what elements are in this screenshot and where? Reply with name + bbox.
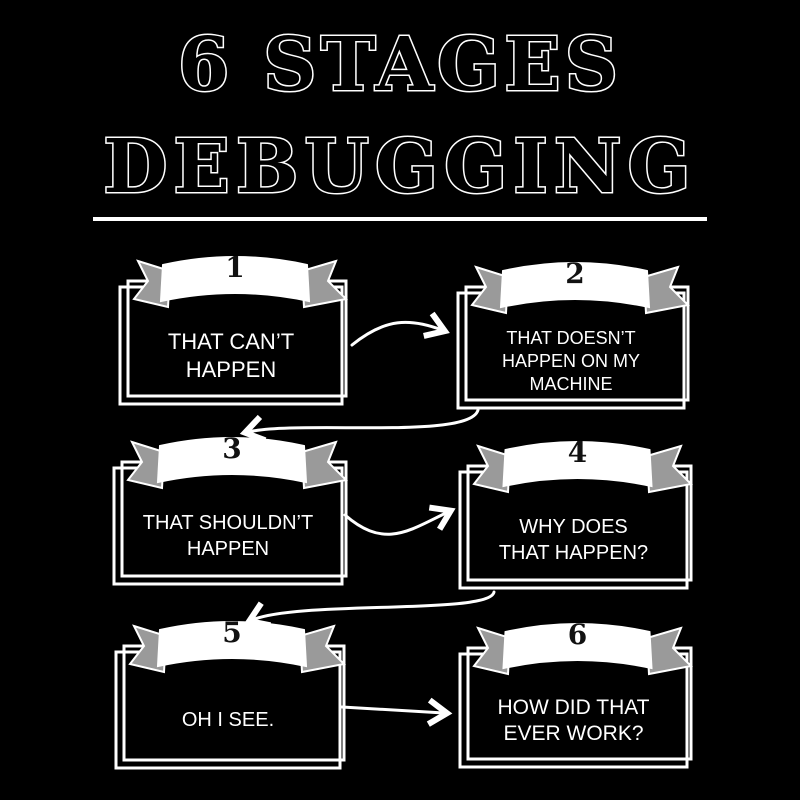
title-line-1-wrap: 6 STAGES: [0, 21, 800, 110]
stage-5-number: 5: [222, 616, 242, 649]
stage-5-ribbon: [128, 621, 347, 674]
stage-2-number: 2: [565, 257, 585, 290]
stage-6-number: 6: [567, 618, 588, 651]
stage-3-text: THAT SHOULDN’T HAPPEN: [142, 512, 314, 560]
arrow-4-to-5: [244, 590, 496, 629]
stage-5-text: OH I SEE.: [181, 709, 275, 732]
stage-4-ribbon: [472, 441, 694, 494]
stage-1-number: 1: [225, 251, 245, 284]
title-line-2-wrap: DEBUGGING: [0, 123, 800, 212]
title-line-2: DEBUGGING: [102, 123, 697, 212]
stage-3-ribbon: [126, 437, 349, 490]
arrow-3-to-4: [343, 504, 456, 536]
title-line-1: 6 STAGES: [176, 21, 623, 110]
stage-2-ribbon: [470, 262, 691, 315]
arrow-2-to-3: [239, 408, 480, 444]
arrow-5-to-6: [340, 697, 453, 727]
arrow-1-to-2: [350, 311, 450, 347]
stage-2-text: THAT DOESN’T HAPPEN ON MY MACHINE: [501, 327, 641, 394]
stage-6-ribbon: [472, 623, 694, 676]
stage-4-number: 4: [567, 436, 588, 469]
title-divider: [93, 217, 707, 221]
stage-1-ribbon: [132, 256, 349, 309]
stage-1-text: THAT CAN’T HAPPEN: [167, 329, 295, 383]
stage-3-number: 3: [222, 432, 242, 465]
stage-4-text: WHY DOES THAT HAPPEN?: [498, 516, 649, 564]
stage-6-text: HOW DID THAT EVER WORK?: [497, 695, 650, 746]
